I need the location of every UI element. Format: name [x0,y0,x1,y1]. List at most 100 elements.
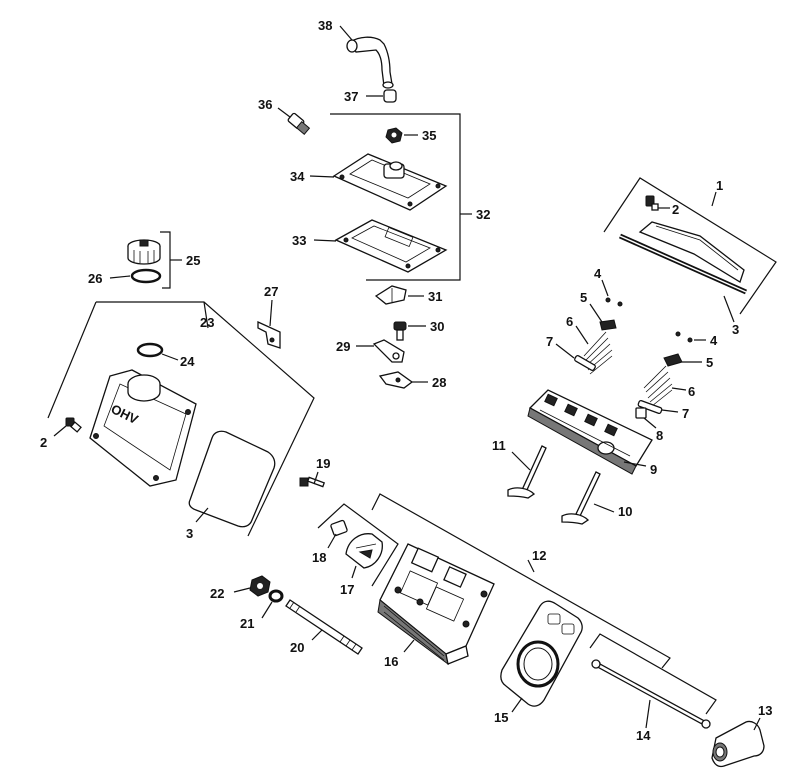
part-26-o-ring [130,268,162,284]
callout-12: 12 [532,548,546,563]
callout-27: 27 [264,284,278,299]
callout-4-b: 4 [710,333,718,348]
part-3-gasket-left [188,430,276,528]
callout-21: 21 [240,616,254,631]
part-3-gasket-right [618,233,748,295]
part-37-grommet [383,89,397,103]
part-18-plug [330,519,348,537]
callout-14: 14 [636,728,651,743]
callout-11: 11 [492,438,506,453]
callout-6-a: 6 [566,314,573,329]
part-25-fill-cap [127,239,161,265]
part-5-retainer-a [599,319,617,331]
part-33-breather-plate [334,219,448,273]
callout-5-a: 5 [580,290,587,305]
leader-34 [309,175,335,178]
callout-1: 1 [716,178,723,193]
callout-10: 10 [618,504,632,519]
leader-11 [511,451,531,471]
part-31-filter [374,285,407,305]
callout-3-left: 3 [186,526,193,541]
callout-4-a: 4 [594,266,602,281]
leader-22 [233,587,251,593]
part-29-clip [372,339,405,363]
leader-17 [351,565,357,579]
leader-6-b [671,387,687,391]
part-4-keepers-b [675,331,693,343]
leader-26 [109,275,131,279]
callout-33: 33 [292,233,306,248]
part-19-screw [299,476,326,488]
part-5-retainer-b [663,353,683,367]
part-28-bracket [378,371,414,389]
callout-34: 34 [290,169,305,184]
leader-14 [645,699,651,729]
part-22-nut [249,575,271,597]
callout-37: 37 [344,89,358,104]
part-16-cylinder-head [377,543,495,666]
leader-5-a [589,303,603,323]
part-8-cap [635,407,647,419]
part-36-fitting [287,112,311,135]
callout-35: 35 [422,128,436,143]
part-2-screw-right [645,195,659,211]
part-21-washer [268,589,284,603]
part-35-nut [385,127,403,144]
part-14-push-rod [591,659,711,729]
callout-6-b: 6 [688,384,695,399]
part-30-screw [393,321,407,341]
leader-3-left [195,507,209,523]
callout-32: 32 [476,207,490,222]
callout-15: 15 [494,710,508,725]
leader-36 [277,107,291,118]
part-4-keepers-a [605,297,623,307]
callout-2-left: 2 [40,435,47,450]
leader-3-right [723,295,735,323]
leader-4-a [601,279,609,297]
callout-20: 20 [290,640,304,655]
leader-38 [339,25,353,41]
leader-18 [327,533,337,549]
callout-22: 22 [210,586,224,601]
leader-24 [161,353,179,361]
part-7-seal-a [574,354,596,372]
part-24-o-ring [136,342,164,358]
part-11-valve [507,445,547,499]
callout-17: 17 [340,582,354,597]
leader-16 [403,639,415,653]
leader-20 [311,629,323,641]
part-20-stud [285,599,363,655]
callout-7-b: 7 [682,406,689,421]
callout-3-right: 3 [732,322,739,337]
bracket-1 [603,177,777,315]
leader-33 [313,239,337,242]
part-9-rocker-assembly [527,389,653,475]
leader-7-b [661,409,679,413]
leader-10 [593,503,615,513]
callout-13: 13 [758,703,772,718]
callout-30: 30 [430,319,444,334]
part-34-breather-cover [332,153,448,211]
part-15-head-gasket [500,600,583,707]
callout-9: 9 [650,462,657,477]
bracket-23 [96,301,315,537]
leader-13 [753,717,761,731]
bracket-25 [160,231,171,289]
callout-19: 19 [316,456,330,471]
leader-2-left [53,425,67,437]
part-rocker-cover [638,221,745,283]
leader-19 [313,471,319,485]
bracket-14 [589,633,717,715]
leader-7-a [555,343,575,359]
callout-28: 28 [432,375,446,390]
leader-6-a [575,325,589,345]
part-27-bracket [257,320,281,349]
leader-15 [511,697,523,713]
leader-9 [623,461,647,467]
callout-26: 26 [88,271,102,286]
callout-2-right: 2 [672,202,679,217]
bracket-12 [371,493,671,669]
part-6-spring-b [643,365,673,407]
part-10-valve [561,471,601,525]
